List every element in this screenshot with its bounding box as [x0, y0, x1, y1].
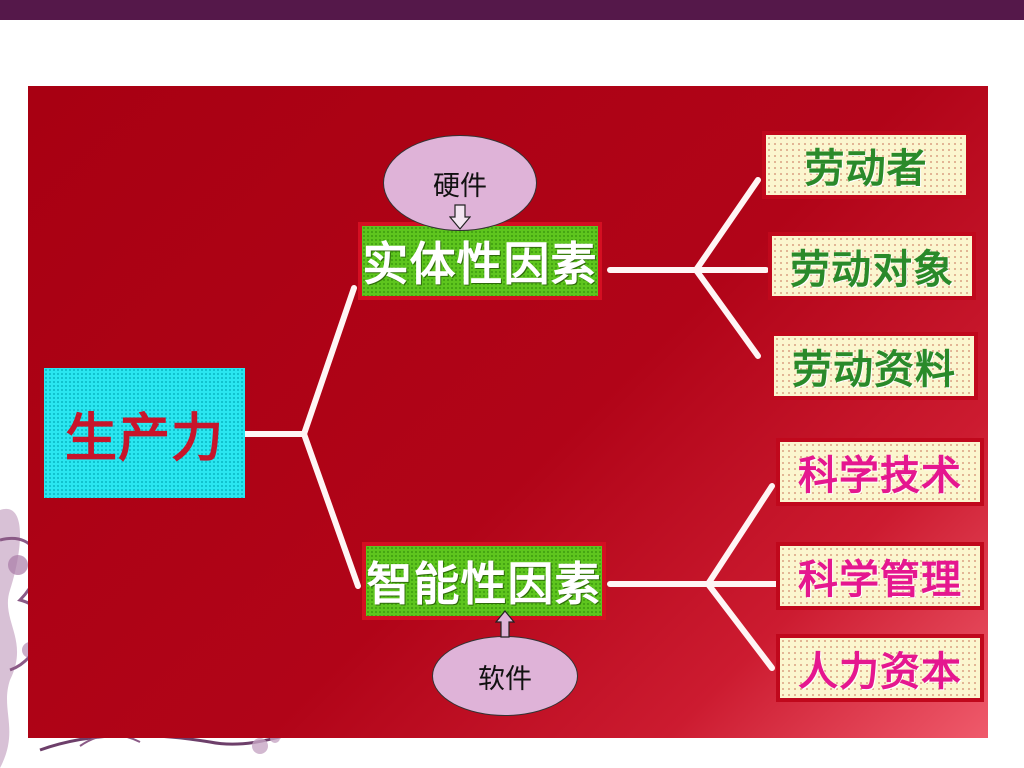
category-intelligent-factors: 智能性因素: [362, 542, 606, 620]
software-ellipse: 软件: [432, 636, 578, 716]
leaf-laborer: 劳动者: [762, 131, 970, 199]
arrow-up-icon: [495, 610, 515, 638]
connector-lines: [242, 177, 779, 671]
leaf-labor-object: 劳动对象: [768, 232, 976, 300]
leaf-human-capital: 人力资本: [776, 634, 984, 702]
title-bar: [0, 0, 1024, 20]
leaf-science-technology: 科学技术: [776, 438, 984, 506]
leaf-labor-material: 劳动资料: [770, 332, 978, 400]
leaf-science-management: 科学管理: [776, 542, 984, 610]
diagram-panel: 生产力 实体性因素 智能性因素 劳动者 劳动对象 劳动资料 科学技术 科学管理 …: [28, 86, 988, 738]
category-physical-factors: 实体性因素: [358, 222, 602, 300]
arrow-down-icon: [449, 204, 471, 230]
root-node: 生产力: [44, 368, 245, 498]
